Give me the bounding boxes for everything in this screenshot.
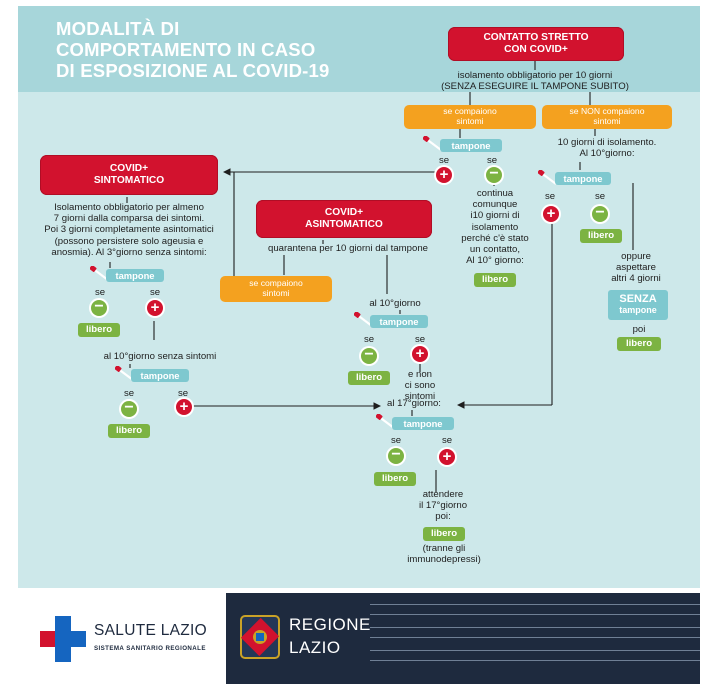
sintomatico-text: Isolamento obbligatorio per almeno 7 gio… bbox=[44, 202, 214, 258]
asintomatico-box: COVID+ ASINTOMATICO bbox=[256, 200, 432, 238]
asintomatico-se-minus-label: se bbox=[364, 334, 375, 345]
minus-icon: − bbox=[388, 447, 404, 464]
footer-stripe bbox=[370, 660, 700, 661]
contatto-no-text: 10 giorni di isolamento. Al 10°giorno: bbox=[557, 137, 657, 160]
sintomatico-se-plus-1-label: se bbox=[150, 287, 161, 298]
sintomatico-se-minus-2-label: se bbox=[124, 388, 135, 399]
sintomatico-day10-text: al 10°giorno senza sintomi bbox=[103, 351, 217, 362]
asintomatico-se-minus-17-label: se bbox=[391, 435, 402, 446]
regione-label-line1: REGIONE bbox=[289, 615, 371, 634]
footer-stripe bbox=[370, 604, 700, 605]
contatto-poi-libero: libero bbox=[617, 337, 661, 351]
asintomatico-libero-10: libero bbox=[348, 371, 390, 385]
swab-icon bbox=[353, 311, 376, 328]
salute-cross-icon bbox=[40, 616, 86, 662]
senza-tampone-label: tampone bbox=[619, 305, 657, 315]
sintomatico-tampone-2: tampone bbox=[131, 369, 189, 382]
asintomatico-no-symptoms-text: e non ci sono sintomi bbox=[404, 369, 436, 403]
plus-icon: + bbox=[543, 206, 559, 222]
sintomatico-libero-2: libero bbox=[108, 424, 150, 438]
footer-stripe bbox=[370, 637, 700, 638]
page-title: MODALITÀ DI COMPORTAMENTO IN CASO DI ESP… bbox=[56, 18, 330, 81]
plus-icon: + bbox=[436, 167, 452, 183]
contatto-yes-tampone: tampone bbox=[440, 139, 502, 152]
asintomatico-attendere-text: attendere il 17°giorno poi: bbox=[418, 489, 468, 523]
asintomatico-tampone-17: tampone bbox=[392, 417, 454, 430]
contatto-yes-se-minus-label: se bbox=[487, 155, 498, 166]
plus-icon: + bbox=[412, 346, 428, 362]
contatto-stretto-box: CONTATTO STRETTO CON COVID+ bbox=[448, 27, 624, 61]
footer-regione-band bbox=[226, 593, 700, 684]
contatto-no-se-minus-label: se bbox=[595, 191, 606, 202]
swab-icon bbox=[89, 265, 112, 282]
minus-icon: − bbox=[91, 299, 107, 316]
regione-emblem-icon bbox=[240, 615, 280, 659]
contatto-branch-symptoms: se compaiono sintomi bbox=[404, 105, 536, 129]
contatto-branch-no-symptoms: se NON compaiono sintomi bbox=[542, 105, 672, 129]
regione-label-line2: LAZIO bbox=[289, 638, 341, 657]
asintomatico-quarantena-text: quarantena per 10 giorni dal tampone bbox=[267, 243, 428, 254]
plus-icon: + bbox=[439, 449, 455, 465]
sintomatico-tampone-1: tampone bbox=[106, 269, 164, 282]
contatto-continua-libero: libero bbox=[474, 273, 516, 287]
plus-icon: + bbox=[176, 399, 192, 415]
contatto-yes-se-plus-label: se bbox=[439, 155, 450, 166]
salute-lazio-name: SALUTE LAZIO bbox=[94, 622, 207, 639]
plus-icon: + bbox=[147, 300, 163, 316]
contatto-poi-text: poi bbox=[632, 324, 646, 335]
asintomatico-tranne-text: (tranne gli immunodepressi) bbox=[407, 543, 481, 566]
contatto-oppure-text: oppure aspettare altri 4 giorni bbox=[611, 251, 661, 285]
sintomatico-se-plus-2-label: se bbox=[178, 388, 189, 399]
asintomatico-se-plus-label: se bbox=[415, 334, 426, 345]
footer-stripe bbox=[370, 614, 700, 615]
swab-icon bbox=[375, 413, 398, 430]
contatto-isolation-text: isolamento obbligatorio per 10 giorni (S… bbox=[441, 70, 629, 93]
swab-icon bbox=[422, 135, 445, 152]
asintomatico-branch-symptoms: se compaiono sintomi bbox=[220, 276, 332, 302]
footer-stripe bbox=[370, 627, 700, 628]
contatto-no-libero: libero bbox=[580, 229, 622, 243]
sintomatico-box: COVID+ SINTOMATICO bbox=[40, 155, 218, 195]
footer-stripe bbox=[370, 650, 700, 651]
contatto-continua-text: continua comunque i10 giorni di isolamen… bbox=[461, 188, 529, 267]
asintomatico-final-libero: libero bbox=[423, 527, 465, 541]
senza-tampone-box: SENZA tampone bbox=[608, 290, 668, 320]
asintomatico-tampone-10: tampone bbox=[370, 315, 428, 328]
salute-lazio-subtitle: SISTEMA SANITARIO REGIONALE bbox=[94, 645, 206, 652]
minus-icon: − bbox=[592, 205, 608, 222]
swab-icon bbox=[114, 365, 137, 382]
minus-icon: − bbox=[121, 400, 137, 417]
asintomatico-libero-17: libero bbox=[374, 472, 416, 486]
sintomatico-se-minus-1-label: se bbox=[95, 287, 106, 298]
asintomatico-day17-text: al 17°giorno: bbox=[387, 398, 441, 409]
sintomatico-libero-1: libero bbox=[78, 323, 120, 337]
content-panel bbox=[18, 6, 700, 588]
asintomatico-se-plus-17-label: se bbox=[442, 435, 453, 446]
contatto-no-se-plus-label: se bbox=[545, 191, 556, 202]
minus-icon: − bbox=[361, 347, 377, 364]
contatto-no-tampone: tampone bbox=[555, 172, 611, 185]
swab-icon bbox=[537, 169, 560, 186]
senza-label: SENZA bbox=[619, 293, 657, 305]
asintomatico-day10-text: al 10°giorno bbox=[369, 298, 421, 309]
minus-icon: − bbox=[486, 166, 502, 183]
